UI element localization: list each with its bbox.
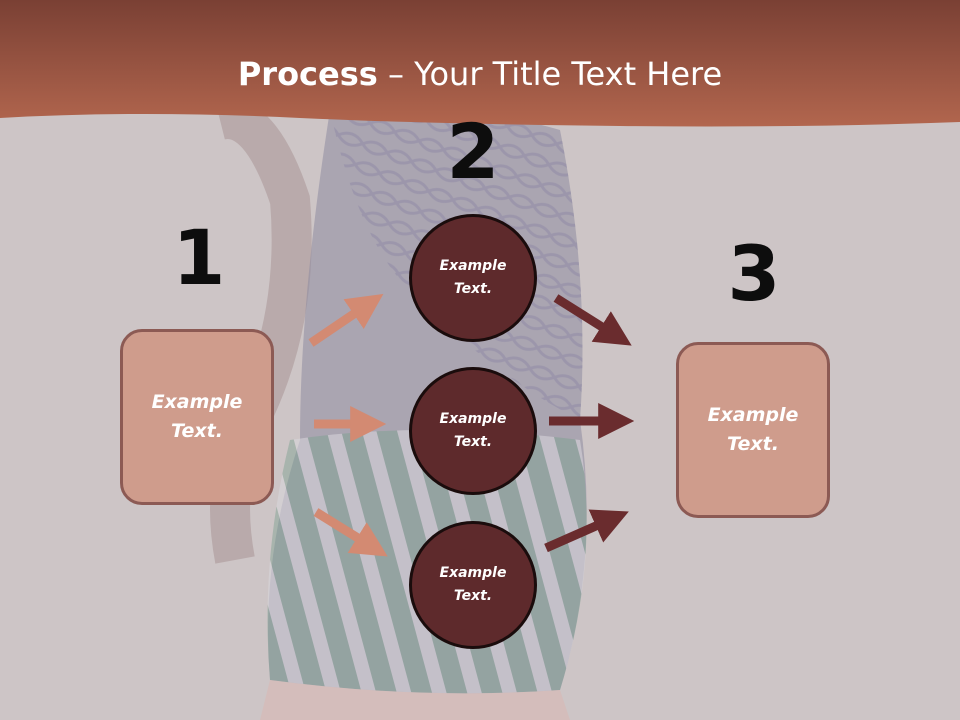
step-1-line1: Example <box>151 391 243 413</box>
arrow-circle-top-to-3 <box>553 294 632 346</box>
circle-bottom-line1: Example <box>439 565 507 581</box>
step-3-box: Example Text. <box>676 342 830 518</box>
slide-title: Process – Your Title Text Here <box>0 52 960 96</box>
title-bold: Process <box>237 55 378 93</box>
step-2-circle-middle: Example Text. <box>409 367 537 495</box>
circle-bottom-line2: Text. <box>453 588 493 604</box>
arrow-circle-bottom-to-3 <box>544 509 629 553</box>
step-2-circle-top: Example Text. <box>409 214 537 342</box>
circle-top-line2: Text. <box>453 281 493 297</box>
circle-top-line1: Example <box>439 258 507 274</box>
step-number-3: 3 <box>727 229 781 318</box>
title-text: – Your Title Text Here <box>377 55 723 93</box>
step-number-2: 2 <box>446 107 500 196</box>
step-3-line2: Text. <box>727 433 779 455</box>
step-1-line2: Text. <box>171 420 223 442</box>
arrow-1-to-circle-bottom <box>313 508 388 557</box>
header-band <box>0 0 960 127</box>
step-number-1: 1 <box>172 213 226 302</box>
arrow-1-to-circle-top <box>308 293 384 347</box>
circle-middle-line1: Example <box>439 411 507 427</box>
circle-middle-line2: Text. <box>453 434 493 450</box>
step-2-circle-bottom: Example Text. <box>409 521 537 649</box>
step-1-box: Example Text. <box>120 329 274 505</box>
step-3-line1: Example <box>707 404 799 426</box>
